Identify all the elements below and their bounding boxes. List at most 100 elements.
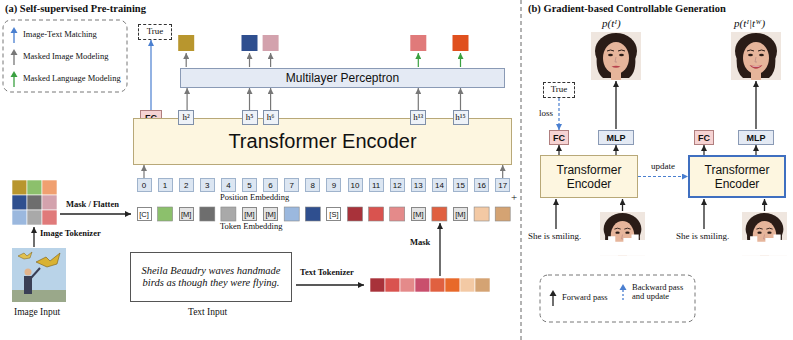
special-token: [M] xyxy=(411,207,426,221)
hidden-state: h¹⁵ xyxy=(453,110,469,125)
position-embedding: 15 xyxy=(453,178,468,192)
predicted-token xyxy=(263,35,279,51)
panel-title: (a) Self-supervised Pre-training xyxy=(5,3,146,15)
node-text: [M] xyxy=(244,210,254,219)
token-embedding xyxy=(495,207,510,221)
connector-arrow xyxy=(502,165,503,178)
edge-label: update xyxy=(641,162,685,172)
node-text: 17 xyxy=(498,181,507,190)
bird-photo xyxy=(12,248,66,302)
text-token-row xyxy=(385,278,400,292)
node-text: 16 xyxy=(477,181,486,190)
special-token: [C] xyxy=(137,207,152,221)
target-box: True xyxy=(543,82,575,98)
image-token-grid xyxy=(12,195,27,210)
position-embedding: 2 xyxy=(179,178,194,192)
special-token: [M] xyxy=(179,207,194,221)
node-text: MLP xyxy=(747,133,766,143)
image-token-grid xyxy=(27,180,42,195)
bird-photo xyxy=(18,252,32,259)
text-token-row xyxy=(475,278,490,292)
mlp-block: MLP xyxy=(598,130,634,145)
connector-arrow xyxy=(150,40,151,110)
mlp-block: Multilayer Perceptron xyxy=(180,68,505,88)
image-token-grid xyxy=(27,210,42,225)
connector-arrow xyxy=(638,176,688,177)
image-token-grid xyxy=(12,180,57,225)
node-text: 4 xyxy=(226,181,230,190)
node-text: h⁵ xyxy=(246,113,254,123)
connector-arrow xyxy=(186,88,187,110)
masked-face-photo xyxy=(600,212,645,255)
token-embedding xyxy=(221,207,236,221)
predicted-token xyxy=(178,35,468,51)
node-text: 8 xyxy=(311,181,315,190)
node-text: 2 xyxy=(184,181,188,190)
position-embedding: 17 xyxy=(495,178,510,192)
step-label: Mask xyxy=(410,238,430,248)
node-text: 7 xyxy=(289,181,293,190)
text-token-row xyxy=(400,278,415,292)
token-embedding xyxy=(200,207,215,221)
token-embedding xyxy=(474,207,489,221)
legend-frame xyxy=(540,275,695,322)
masked-face-photo xyxy=(742,212,787,255)
prediction-arrow xyxy=(249,53,250,67)
flow-arrow xyxy=(296,284,364,285)
legend-arrow xyxy=(9,71,19,87)
token-embedding xyxy=(158,207,511,221)
bird-photo xyxy=(24,276,32,294)
output-probability: p(tᴵ) xyxy=(602,17,621,30)
flow-arrow xyxy=(622,199,623,211)
legend-arrow xyxy=(11,71,18,77)
flow-arrow xyxy=(439,223,440,276)
node-text: [M] xyxy=(413,210,423,219)
node-text: 3 xyxy=(205,181,209,190)
flow-arrow xyxy=(555,199,556,229)
special-token: [M] xyxy=(242,207,257,221)
position-embedding: 7 xyxy=(284,178,299,192)
legend-arrow xyxy=(620,284,627,290)
position-embedding: 11 xyxy=(369,178,384,192)
mlp-block: MLP xyxy=(738,130,774,145)
image-token-grid xyxy=(42,195,57,210)
text-input-box: Sheila Beaudry waves handmade birds as t… xyxy=(130,252,292,302)
image-token-grid xyxy=(12,210,27,225)
bird-photo xyxy=(31,268,40,278)
connector-arrow xyxy=(418,88,419,110)
node-text: h¹³ xyxy=(413,113,423,123)
image-token-grid xyxy=(42,210,57,225)
position-embedding: 5 xyxy=(242,178,257,192)
node-text: 12 xyxy=(393,181,402,190)
updated-encoder-block: Transformer Encoder xyxy=(688,155,786,198)
bird-photo xyxy=(12,290,66,302)
node-text: 0 xyxy=(142,181,146,190)
legend-entry: Backward pass and update xyxy=(618,283,694,302)
node-text: h¹⁵ xyxy=(455,113,465,123)
node-text: 11 xyxy=(372,181,380,190)
position-embedding: 8 xyxy=(305,178,320,192)
position-embedding: 6 xyxy=(263,178,278,192)
row-label: Token Embedding xyxy=(220,222,282,232)
position-embedding: 4 xyxy=(221,178,236,192)
node-text: [M] xyxy=(181,210,191,219)
fc-layer: FC xyxy=(549,130,569,145)
step-label: Text Tokenizer xyxy=(300,268,354,278)
connector-arrow xyxy=(249,88,250,110)
node-text: FC xyxy=(698,133,710,143)
flow-arrow xyxy=(703,199,704,229)
node-text: [S] xyxy=(329,210,338,219)
node-text: True xyxy=(147,27,164,37)
hidden-state: h⁶ xyxy=(263,110,279,125)
node-text: MLP xyxy=(607,133,626,143)
node-text: Transformer Encoder xyxy=(545,163,633,191)
node-text: [M] xyxy=(455,210,465,219)
target-box: True xyxy=(138,24,172,40)
prompt-text: She is smiling. xyxy=(676,231,729,241)
token-embedding xyxy=(158,207,173,221)
text-token-row xyxy=(370,278,490,292)
hidden-state: h² xyxy=(178,110,194,125)
position-embedding: 3 xyxy=(200,178,215,192)
token-embedding xyxy=(390,207,405,221)
